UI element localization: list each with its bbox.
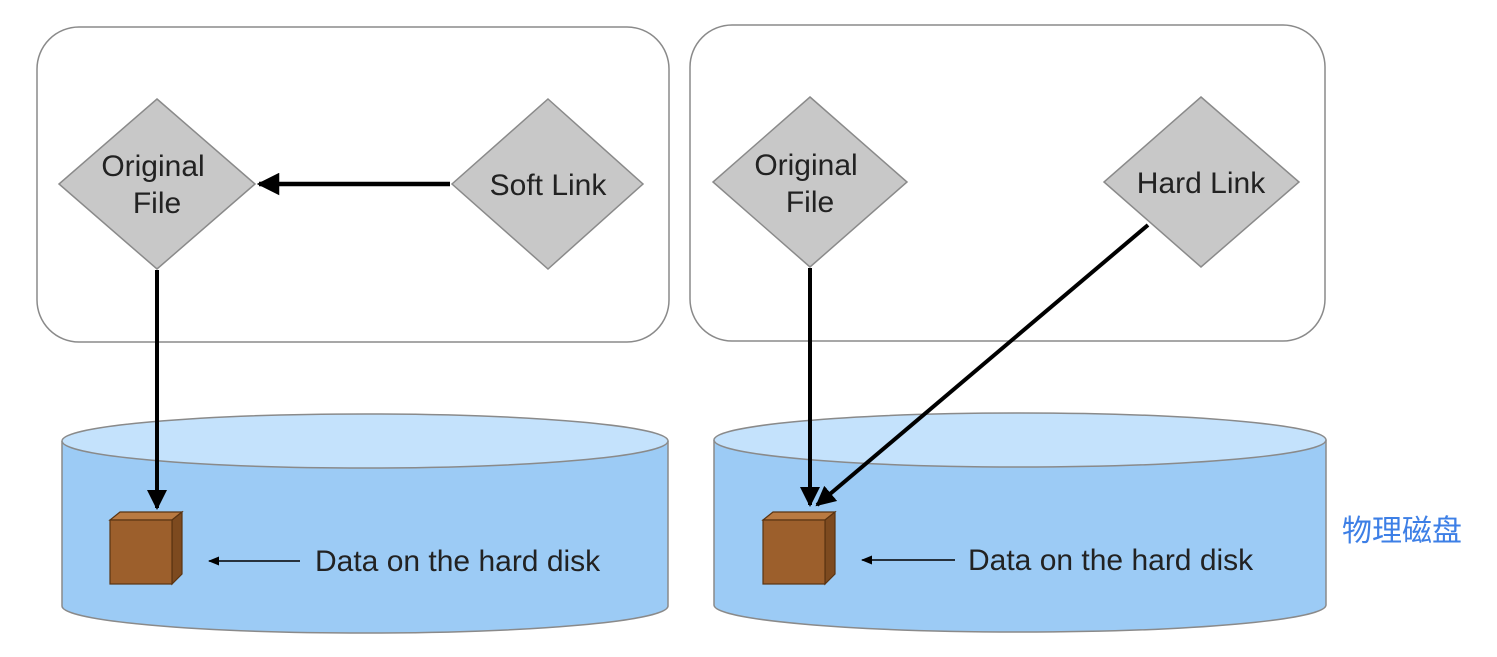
soft-link-node: Soft Link <box>450 97 645 271</box>
hard-link-disk-label: Data on the hard disk <box>968 544 1254 577</box>
soft-link-original-file-node: Original File <box>57 98 257 270</box>
soft-link-hard-disk <box>61 413 669 634</box>
hard-link-label: Hard Link <box>1137 167 1266 200</box>
physical-disk-annotation: 物理磁盘 <box>1342 514 1462 549</box>
hard-link-original-file-node: Original File <box>711 96 909 268</box>
hard-link-hard-disk <box>713 412 1327 633</box>
hard-link-data-block-icon <box>761 510 837 586</box>
soft-link-panel: Original File Soft Link Data on the hard… <box>36 26 670 634</box>
hard-link-filesystem-box <box>689 24 1326 342</box>
soft-link-disk-label: Data on the hard disk <box>315 545 601 578</box>
hard-link-to-data-arrow <box>815 223 1150 507</box>
soft-link-original-file-label-line1: Original <box>101 150 204 183</box>
soft-link-label: Soft Link <box>490 169 608 202</box>
hard-link-original-file-label-line2: File <box>786 186 834 219</box>
soft-link-original-file-label-line2: File <box>133 187 181 220</box>
hard-link-panel: Original File Hard Link Data on the hard… <box>689 24 1327 633</box>
hard-link-original-file-label-line1: Original <box>754 149 857 182</box>
hard-link-node: Hard Link <box>1102 96 1301 268</box>
soft-link-data-block-icon <box>108 510 184 586</box>
